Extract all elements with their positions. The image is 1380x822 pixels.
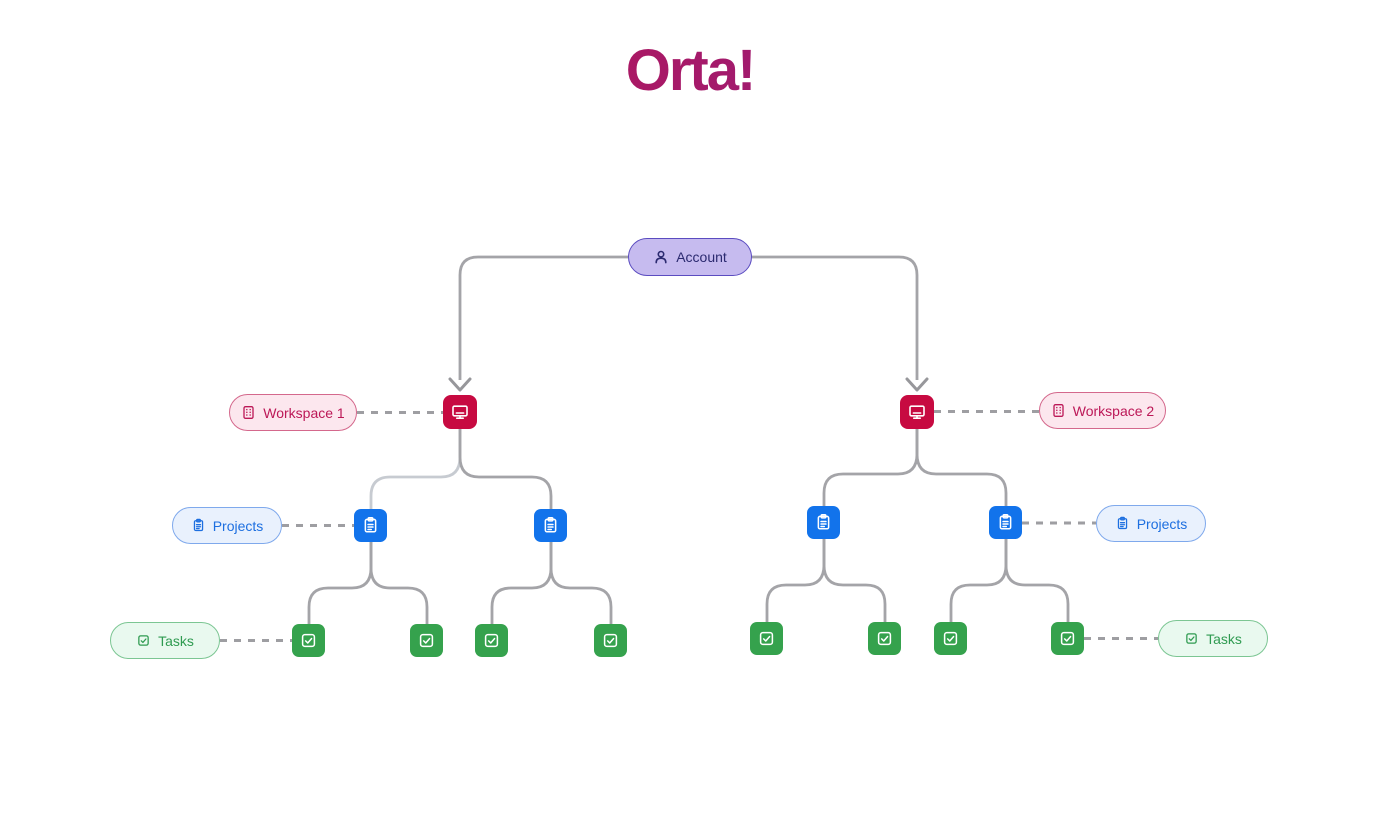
clipboard-icon — [999, 514, 1012, 530]
building-icon — [1053, 404, 1064, 417]
task-node-8[interactable] — [1051, 622, 1084, 655]
task-node-7[interactable] — [934, 622, 967, 655]
user-icon — [655, 250, 667, 264]
checkbox-icon — [759, 631, 774, 646]
account-label: Account — [676, 249, 727, 265]
edge-project4-task8 — [1004, 539, 1070, 622]
edge-project4-task7 — [949, 539, 1008, 622]
workspace1-label-pill[interactable]: Workspace 1 — [229, 394, 357, 431]
checkbox-icon — [1060, 631, 1075, 646]
edge-workspace1-project1 — [369, 429, 462, 509]
edge-project2-task4 — [549, 542, 613, 624]
projects-right-label-pill[interactable]: Projects — [1096, 505, 1206, 542]
arrowhead-workspace2 — [905, 377, 929, 392]
checkbox-icon — [877, 631, 892, 646]
clipboard-icon — [817, 514, 830, 530]
workspace2-label: Workspace 2 — [1072, 402, 1155, 419]
checkbox-icon — [603, 633, 618, 648]
workspace1-label: Workspace 1 — [263, 404, 345, 421]
workspace1-node[interactable] — [443, 395, 477, 429]
projects-left-label: Projects — [212, 517, 264, 534]
checkbox-icon — [138, 635, 149, 646]
project-node-3[interactable] — [807, 506, 840, 539]
edge-project3-task6 — [822, 539, 887, 622]
task-node-4[interactable] — [594, 624, 627, 657]
checkbox-icon — [943, 631, 958, 646]
edge-workspace2-project4 — [915, 429, 1008, 506]
monitor-icon — [452, 405, 468, 419]
account-node[interactable]: Account — [628, 238, 752, 276]
clipboard-icon — [1117, 516, 1127, 530]
edge-project2-task3 — [490, 542, 553, 624]
projects-left-label-pill[interactable]: Projects — [172, 507, 282, 544]
checkbox-icon — [1186, 633, 1197, 644]
monitor-icon — [909, 405, 925, 419]
clipboard-icon — [193, 518, 203, 532]
tasks-left-label: Tasks — [158, 632, 194, 649]
building-icon — [243, 406, 254, 419]
app-logo: Orta! — [0, 42, 1380, 100]
workspace2-node[interactable] — [900, 395, 934, 429]
checkbox-icon — [301, 633, 316, 648]
task-node-1[interactable] — [292, 624, 325, 657]
tasks-right-label: Tasks — [1206, 630, 1242, 647]
edge-project1-task1 — [307, 542, 373, 624]
edge-workspace2-project3 — [822, 429, 919, 506]
checkbox-icon — [419, 633, 434, 648]
task-node-6[interactable] — [868, 622, 901, 655]
task-node-5[interactable] — [750, 622, 783, 655]
tasks-right-label-pill[interactable]: Tasks — [1158, 620, 1268, 657]
edge-account-workspace1 — [458, 255, 628, 380]
task-node-2[interactable] — [410, 624, 443, 657]
projects-right-label: Projects — [1136, 515, 1188, 532]
project-node-1[interactable] — [354, 509, 387, 542]
workspace2-label-pill[interactable]: Workspace 2 — [1039, 392, 1166, 429]
arrowhead-workspace1 — [448, 377, 472, 392]
task-node-3[interactable] — [475, 624, 508, 657]
project-node-2[interactable] — [534, 509, 567, 542]
tasks-left-label-pill[interactable]: Tasks — [110, 622, 220, 659]
project-node-4[interactable] — [989, 506, 1022, 539]
edge-workspace1-project2 — [458, 429, 553, 509]
edge-account-workspace2 — [752, 255, 919, 380]
edge-project3-task5 — [765, 539, 826, 622]
checkbox-icon — [484, 633, 499, 648]
clipboard-icon — [364, 517, 377, 533]
clipboard-icon — [544, 517, 557, 533]
edge-project1-task2 — [369, 542, 429, 624]
